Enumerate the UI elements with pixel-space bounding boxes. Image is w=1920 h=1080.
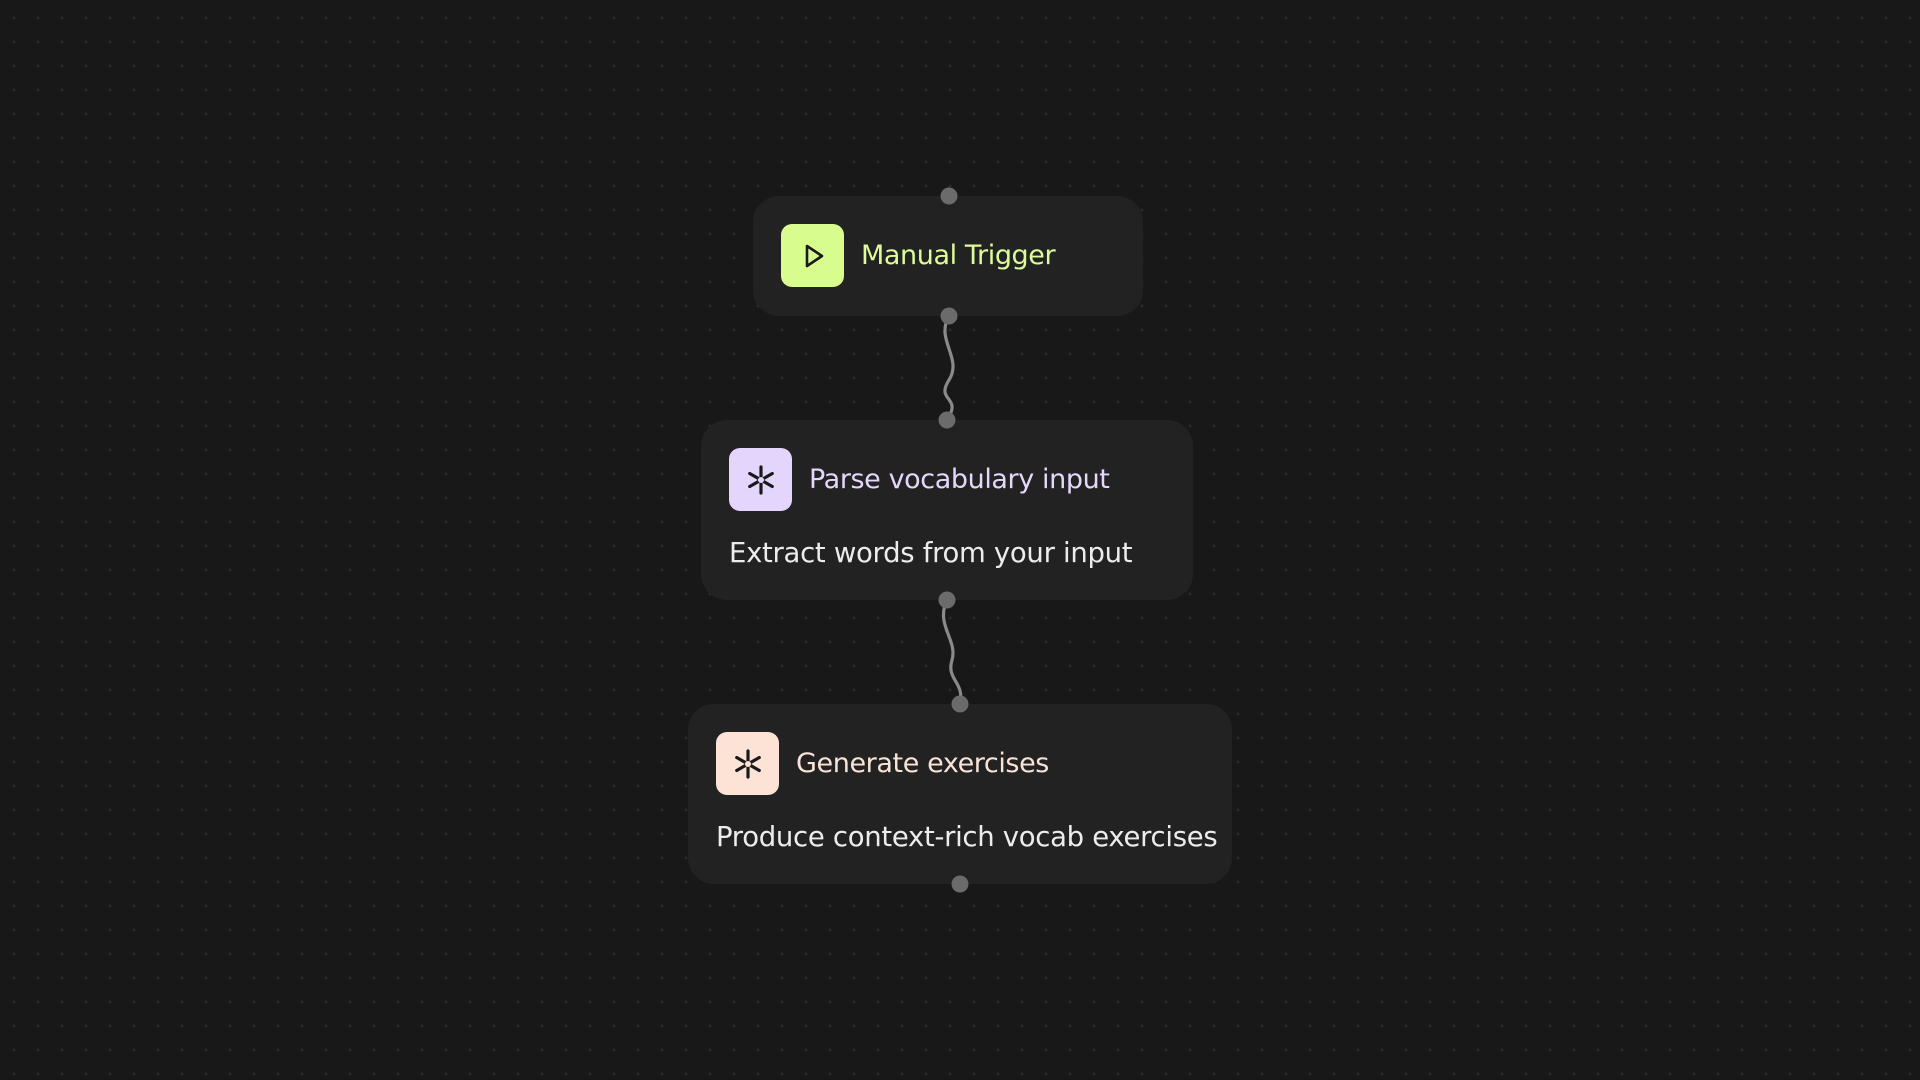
node-title: Manual Trigger xyxy=(861,240,1056,271)
input-handle-parse-vocabulary[interactable] xyxy=(938,411,956,429)
asterisk-icon xyxy=(729,448,792,511)
node-generate-exercises[interactable]: Generate exercises Produce context-rich … xyxy=(688,704,1232,884)
node-title: Generate exercises xyxy=(796,748,1049,779)
output-handle-generate-exercises[interactable] xyxy=(951,875,969,893)
node-title: Parse vocabulary input xyxy=(809,464,1110,495)
play-icon xyxy=(781,224,844,287)
edge-parse-to-generate[interactable] xyxy=(941,598,963,706)
node-manual-trigger[interactable]: Manual Trigger xyxy=(753,196,1143,316)
input-handle-generate-exercises[interactable] xyxy=(951,695,969,713)
output-handle-manual-trigger[interactable] xyxy=(940,307,958,325)
node-description: Extract words from your input xyxy=(729,537,1133,569)
asterisk-icon xyxy=(716,732,779,795)
node-header: Parse vocabulary input xyxy=(729,448,1110,511)
output-handle-parse-vocabulary[interactable] xyxy=(938,591,956,609)
node-header: Manual Trigger xyxy=(781,224,1056,287)
node-description: Produce context-rich vocab exercises xyxy=(716,821,1218,853)
node-parse-vocabulary[interactable]: Parse vocabulary input Extract words fro… xyxy=(701,420,1193,600)
edge-trigger-to-parse[interactable] xyxy=(943,314,955,422)
input-handle-manual-trigger[interactable] xyxy=(940,187,958,205)
node-header: Generate exercises xyxy=(716,732,1049,795)
